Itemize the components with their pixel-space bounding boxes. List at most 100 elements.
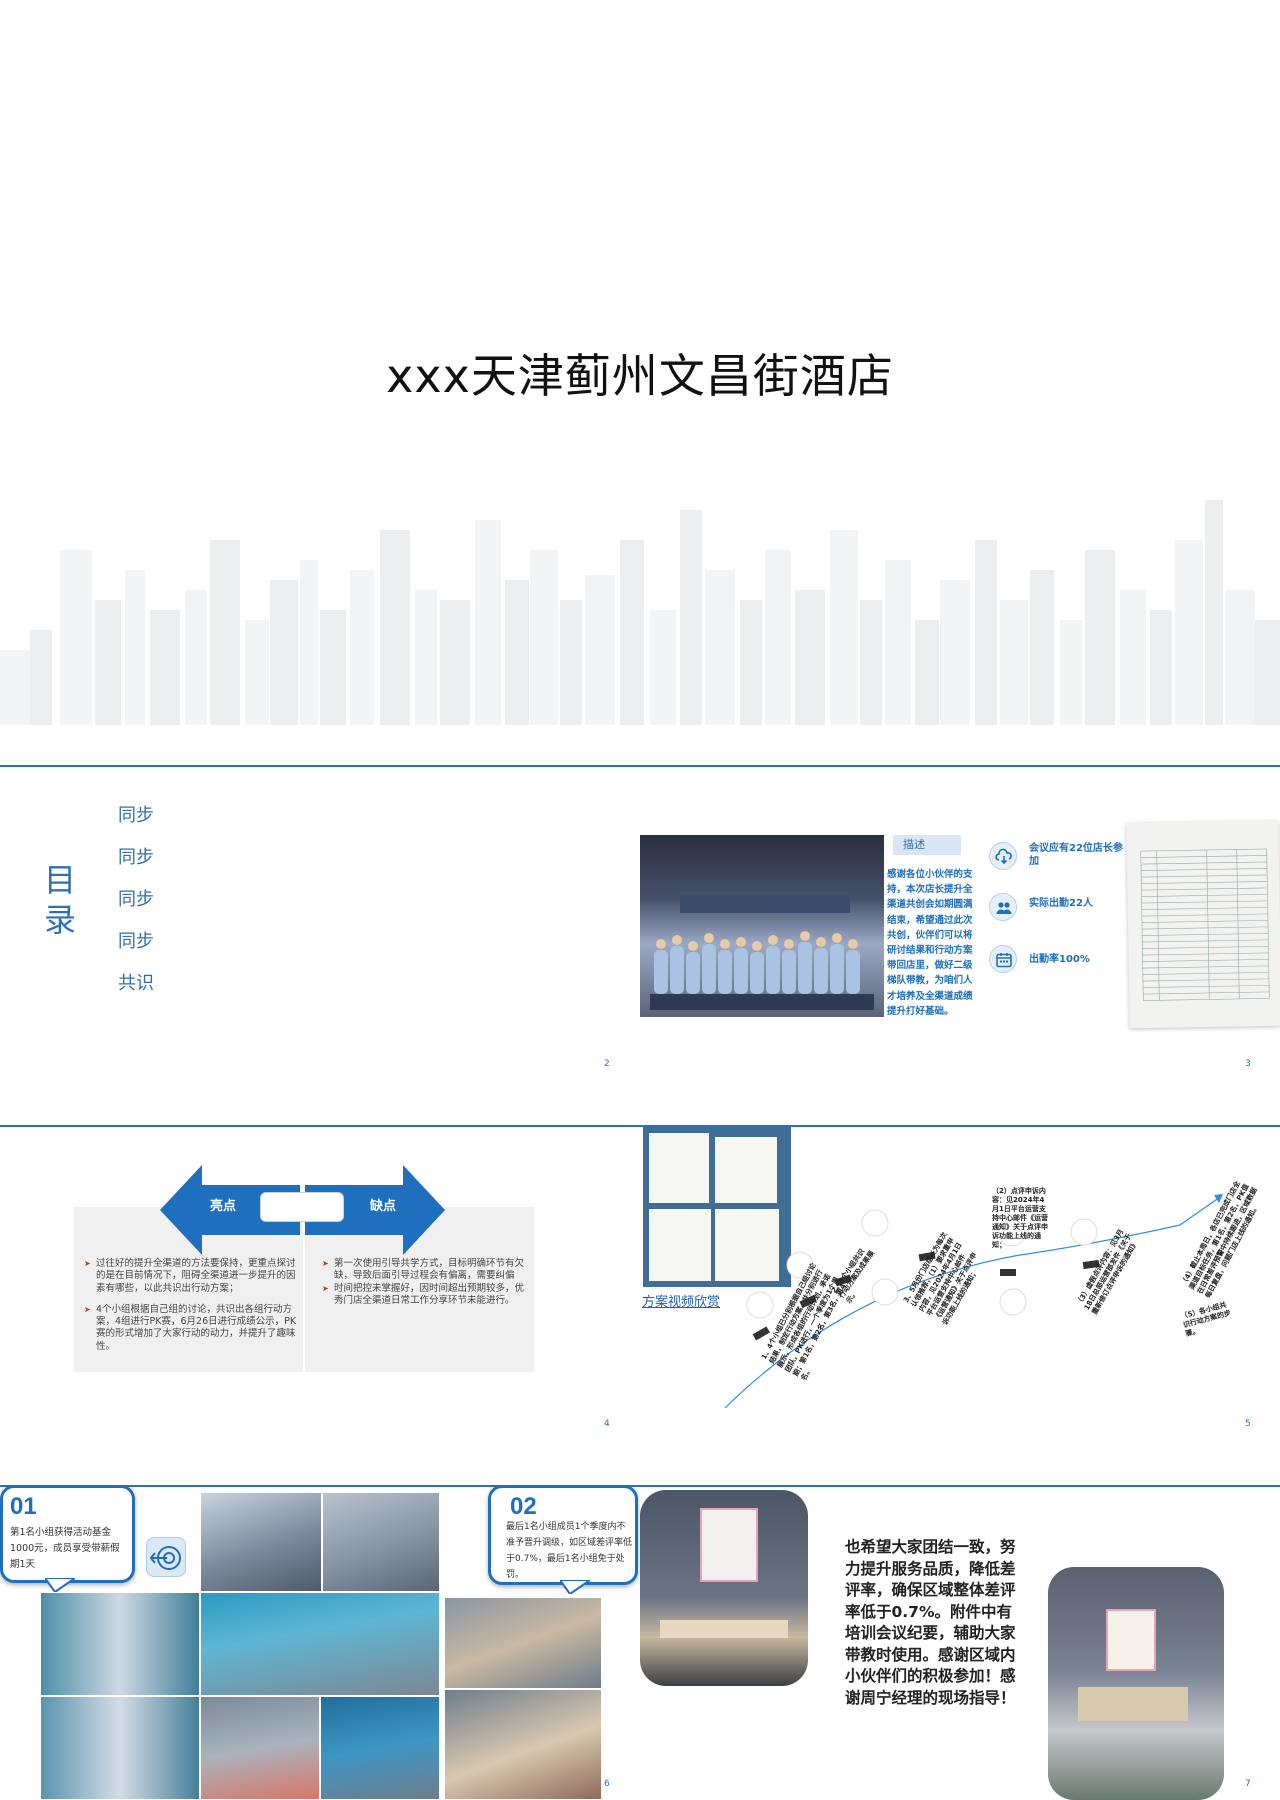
slide-divider xyxy=(0,1125,640,1127)
timeline-curve xyxy=(724,1224,1181,1409)
timeline-node xyxy=(999,1288,1027,1316)
slide-title: xxx天津蓟州文昌街酒店 xyxy=(0,0,1280,765)
timeline-marker xyxy=(834,1274,852,1287)
cons-list: 第一次使用引导共学方式，目标明确环节有欠缺，导致后面引导过程会有偏离，需要纠偏 … xyxy=(322,1258,526,1316)
slide-rewards: 01 第1名小组获得活动基金1000元，成员享受带薪假期1天 02 最后1名小组… xyxy=(0,1485,640,1800)
cons-bullet: 第一次使用引导共学方式，目标明确环节有欠缺，导致后面引导过程会有偏离，需要纠偏 xyxy=(322,1258,526,1283)
speech-tail xyxy=(560,1580,590,1594)
slide-attendance: 描述 感谢各位小伙伴的支持，本次店长提升全渠道共创会如期圆满结束，希望通过此次共… xyxy=(640,765,1280,1125)
reward-number: 01 xyxy=(10,1493,37,1520)
poster-sheet xyxy=(715,1137,777,1203)
timeline-node xyxy=(861,1209,889,1237)
description-tab[interactable]: 描述 xyxy=(893,835,961,855)
timeline-diagram xyxy=(724,1194,1223,1409)
slide-action-timeline: 方案视频欣赏 1、4个小组已分别根据自己组讨论结果，制定行动方案，并分别进行展示… xyxy=(640,1125,1280,1485)
page-number: 4 xyxy=(604,1419,610,1429)
workshop-photo xyxy=(444,1597,602,1689)
meeting-photo xyxy=(322,1492,440,1592)
pros-list: 过往好的提升全渠道的方法要保持，更重点探讨的是在目前情况下，阻碍全渠道进一步提升… xyxy=(84,1258,298,1362)
hotel-title: xxx天津蓟州文昌街酒店 xyxy=(386,349,894,403)
award-photo xyxy=(40,1696,200,1800)
left-arrow-shape xyxy=(160,1165,300,1255)
target-icon xyxy=(146,1537,186,1577)
timeline-nodes xyxy=(746,1209,1098,1319)
group-photo xyxy=(640,835,884,1017)
stat-attended: 实际出勤22人 xyxy=(1029,898,1093,909)
slide-divider xyxy=(0,765,640,767)
training-photo xyxy=(200,1696,320,1800)
panel-divider xyxy=(303,1207,305,1372)
toc-item[interactable]: 同步 xyxy=(118,931,154,952)
video-link[interactable]: 方案视频欣赏 xyxy=(642,1295,721,1310)
calendar-icon xyxy=(989,945,1017,973)
slide-table-of-contents: 目录 同步 同步 同步 同步 共识 2 xyxy=(0,765,640,1125)
pros-bullet: 过往好的提升全渠道的方法要保持，更重点探讨的是在目前情况下，阻碍全渠道进一步提升… xyxy=(84,1258,298,1295)
people-icon xyxy=(989,893,1017,921)
timeline-arrowhead xyxy=(1214,1194,1223,1203)
right-arrow-shape xyxy=(305,1165,445,1255)
table-top xyxy=(1078,1687,1188,1721)
page-number: 5 xyxy=(1245,1419,1251,1429)
timeline-node xyxy=(1070,1218,1098,1246)
award-photo xyxy=(40,1592,200,1696)
cloud-download-icon xyxy=(989,842,1017,870)
workshop-photo xyxy=(444,1689,602,1800)
timeline-marker xyxy=(918,1251,936,1262)
penalty-number: 02 xyxy=(510,1493,537,1520)
timeline-marker xyxy=(752,1326,770,1341)
timeline-node xyxy=(746,1291,774,1319)
pros-label: 亮点 xyxy=(210,1199,237,1214)
toc-item[interactable]: 同步 xyxy=(118,889,154,910)
reward-badge xyxy=(0,1485,135,1583)
training-photo xyxy=(200,1592,440,1696)
training-photo xyxy=(320,1696,440,1800)
toc-heading: 目录 xyxy=(44,861,77,939)
table-top xyxy=(660,1620,788,1638)
timeline-node xyxy=(871,1278,899,1306)
poster-sheet xyxy=(649,1133,709,1203)
poster-sheet xyxy=(715,1209,779,1281)
slide-divider xyxy=(640,1485,1280,1487)
speech-tail xyxy=(45,1578,75,1592)
room-photo xyxy=(1048,1567,1224,1800)
meeting-banner xyxy=(680,895,850,913)
timeline-marker xyxy=(1000,1269,1016,1276)
cons-label: 缺点 xyxy=(370,1199,397,1214)
timeline-step-4: （2）点评申诉内容：见2024年4月1日平台运营支持中心邮件《运营通知》关于点评… xyxy=(992,1187,1048,1249)
reward-text: 第1名小组获得活动基金1000元，成员享受带薪假期1天 xyxy=(10,1527,120,1570)
slide-closing: 也希望大家团结一致，努力提升服务品质，降低差评率，确保区域整体差评率低于0.7%… xyxy=(640,1485,1280,1800)
stat-rate: 出勤率100% xyxy=(1029,954,1090,965)
slide-divider xyxy=(0,1485,640,1487)
timeline-arrow xyxy=(1179,1196,1221,1226)
page-number: 3 xyxy=(1245,1059,1251,1069)
description-text: 感谢各位小伙伴的支持，本次店长提升全渠道共创会如期圆满结束，希望通过此次共创，伙… xyxy=(887,869,973,1017)
toc-item[interactable]: 共识 xyxy=(118,973,154,994)
timeline-node xyxy=(998,1219,1026,1247)
poster xyxy=(700,1508,758,1582)
meeting-photo xyxy=(200,1492,322,1592)
poster xyxy=(1106,1609,1156,1671)
closing-message: 也希望大家团结一致，努力提升服务品质，降低差评率，确保区域整体差评率低于0.7%… xyxy=(845,1538,1016,1707)
penalty-badge xyxy=(488,1485,638,1585)
attendance-sheet-photo xyxy=(1126,820,1280,1029)
slide-divider xyxy=(640,1125,1280,1127)
slide-pros-cons: 亮点 缺点 过往好的提升全渠道的方法要保持，更重点探讨的是在目前情况下，阻碍全渠… xyxy=(0,1125,640,1485)
slide-divider xyxy=(640,765,1280,767)
center-badge xyxy=(260,1192,344,1222)
page-number: 6 xyxy=(604,1779,610,1789)
whiteboard-photo[interactable] xyxy=(643,1127,791,1287)
toc-item[interactable]: 同步 xyxy=(118,805,154,826)
cons-bullet: 时间把控未掌握好，因时间超出预期较多，优秀门店全渠道日常工作分享环节未能进行。 xyxy=(322,1283,526,1308)
stat-expected: 会议应有22位店长参加 xyxy=(1029,843,1123,867)
people-figures xyxy=(650,931,874,1010)
timeline-markers xyxy=(752,1251,1100,1341)
page-number: 7 xyxy=(1245,1779,1251,1789)
penalty-text: 最后1名小组成员1个季度内不准予晋升调级，如区域差评率低于0.7%，最后1名小组… xyxy=(506,1522,633,1580)
sheet-table-lines xyxy=(1140,848,1270,1001)
timeline-marker xyxy=(1082,1259,1100,1270)
timeline-marker xyxy=(799,1294,817,1309)
display-table-photo xyxy=(640,1490,808,1686)
toc-item[interactable]: 同步 xyxy=(118,847,154,868)
page-number: 2 xyxy=(604,1059,610,1069)
poster-sheet xyxy=(649,1209,711,1281)
